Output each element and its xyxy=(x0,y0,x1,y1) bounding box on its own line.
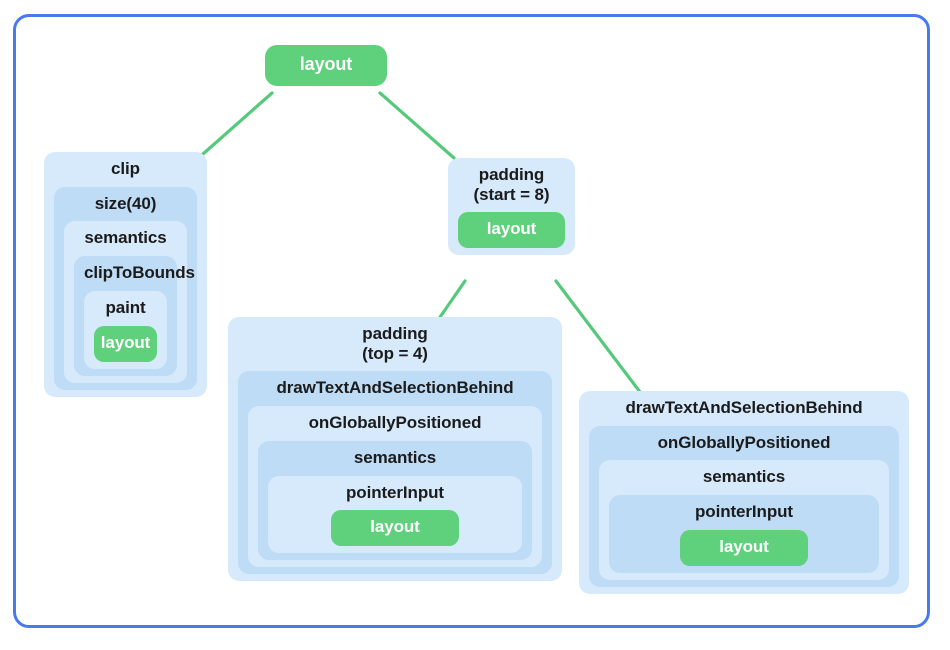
node-label: layout xyxy=(486,219,537,239)
node-label: clip xyxy=(111,159,140,178)
node-label: padding (start = 8) xyxy=(473,165,550,204)
diagram-frame-border xyxy=(13,14,930,628)
node-padding-top-4[interactable]: padding (top = 4) drawTextAndSelectionBe… xyxy=(228,317,562,582)
node-layout-leaf[interactable]: layout xyxy=(458,212,565,249)
node-label: layout xyxy=(299,54,353,74)
node-label: pointerInput xyxy=(346,482,444,502)
node-label: semantics xyxy=(353,447,437,467)
node-paint[interactable]: paint layout xyxy=(84,290,167,369)
node-semantics[interactable]: semantics pointerInput layout xyxy=(258,440,532,561)
node-label: semantics xyxy=(84,228,167,248)
node-label: layout xyxy=(100,332,151,352)
node-root-layout[interactable]: layout xyxy=(265,45,387,86)
node-label: pointerInput xyxy=(695,502,793,522)
node-label: size(40) xyxy=(94,193,157,213)
node-padding-start-8[interactable]: padding (start = 8) layout xyxy=(448,158,575,256)
node-semantics[interactable]: semantics pointerInput layout xyxy=(599,460,889,580)
node-label: onGloballyPositioned xyxy=(657,432,831,452)
node-label: onGloballyPositioned xyxy=(308,413,482,433)
node-draw-text-and-selection-behind[interactable]: drawTextAndSelectionBehind onGloballyPos… xyxy=(579,391,909,594)
node-clip-to-bounds[interactable]: clipToBounds paint layout xyxy=(74,256,195,376)
node-layout-leaf[interactable]: layout xyxy=(680,529,808,566)
node-layout-leaf[interactable]: layout xyxy=(94,325,157,362)
node-label: layout xyxy=(719,536,769,556)
node-label: layout xyxy=(370,517,420,537)
node-clip[interactable]: clip size(40) semantics clipToBounds pai… xyxy=(44,152,207,397)
node-semantics[interactable]: semantics clipToBounds paint layout xyxy=(64,221,195,383)
node-label: padding (top = 4) xyxy=(362,324,428,363)
node-pointer-input[interactable]: pointerInput layout xyxy=(268,475,522,554)
node-size-40[interactable]: size(40) semantics clipToBounds paint la… xyxy=(54,186,197,390)
node-label: paint xyxy=(105,297,146,317)
node-draw-text-and-selection-behind[interactable]: drawTextAndSelectionBehind onGloballyPos… xyxy=(238,371,552,575)
node-on-globally-positioned[interactable]: onGloballyPositioned semantics pointerIn… xyxy=(248,406,542,568)
node-label: drawTextAndSelectionBehind xyxy=(625,398,863,417)
node-label: clipToBounds xyxy=(84,263,195,283)
node-on-globally-positioned[interactable]: onGloballyPositioned semantics pointerIn… xyxy=(589,425,899,587)
node-layout-leaf[interactable]: layout xyxy=(331,510,459,547)
node-pointer-input[interactable]: pointerInput layout xyxy=(609,495,879,573)
node-label: drawTextAndSelectionBehind xyxy=(276,378,514,398)
node-label: semantics xyxy=(702,467,786,487)
